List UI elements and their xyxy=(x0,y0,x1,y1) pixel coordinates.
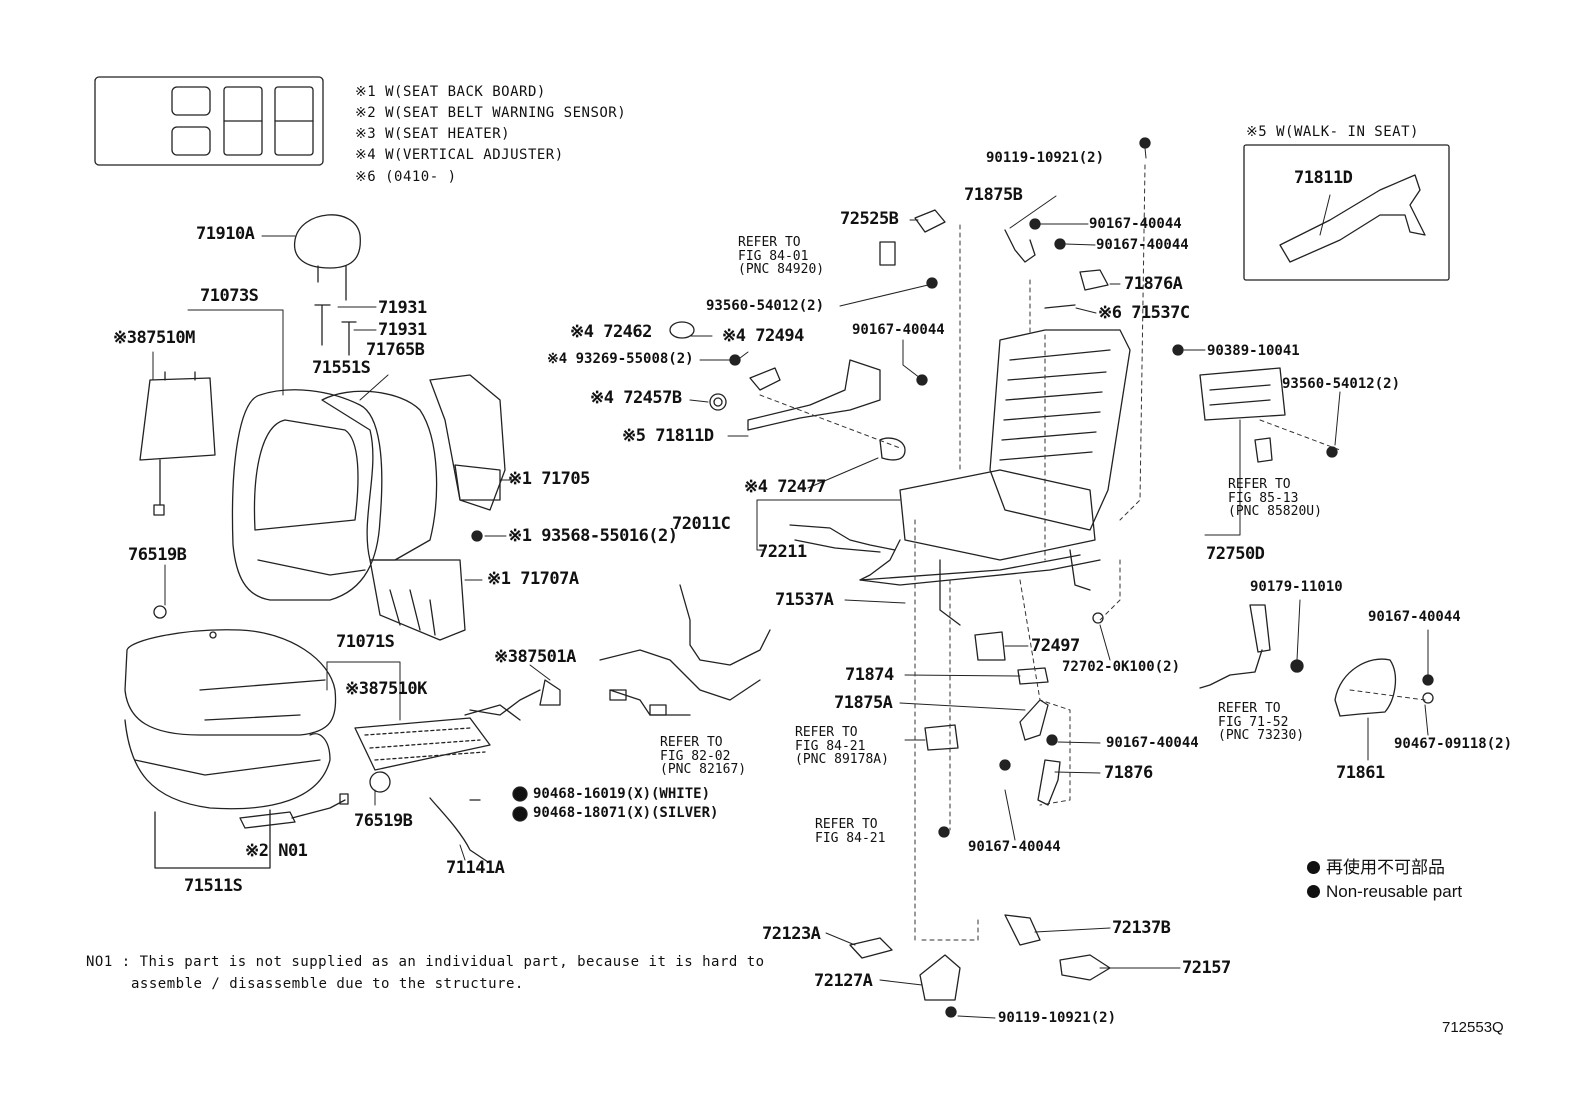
part-label-76519B-upper: 76519B xyxy=(128,545,187,565)
part-label-90167-40044-e: 90167-40044 xyxy=(968,839,1061,855)
part-label-72462: ※4 72462 xyxy=(570,322,652,342)
part-label-90119-10921-upper: 90119-10921(2) xyxy=(986,150,1105,166)
part-label-93560-54012-left: 93560-54012(2) xyxy=(706,298,825,314)
refer-fig-84-01: REFER TO FIG 84-01 (PNC 84920) xyxy=(738,235,825,278)
seat-back-cover-shape xyxy=(231,389,383,601)
part-label-90468-18071: 90468-18071(X)(SILVER) xyxy=(533,805,719,821)
seat-frame-shape xyxy=(859,329,1131,626)
part-label-90167-40044-d: 90167-40044 xyxy=(1106,735,1199,751)
note-seat-belt-warning-sensor: ※2 W(SEAT BELT WARNING SENSOR) xyxy=(355,105,627,121)
note-date-range: ※6 (0410- ) xyxy=(355,169,457,185)
part-label-N01: ※2 N01 xyxy=(245,841,308,861)
part-label-90467-09118: 90467-09118(2) xyxy=(1394,736,1513,752)
part-label-72137B: 72137B xyxy=(1112,918,1171,938)
refer-fig-82-02: REFER TO FIG 82-02 (PNC 82167) xyxy=(660,735,747,778)
part-label-72494: ※4 72494 xyxy=(722,326,804,346)
part-label-90167-40044-a: 90167-40044 xyxy=(852,322,945,338)
part-label-72497: 72497 xyxy=(1031,636,1080,656)
part-label-87510M: ※387510M xyxy=(113,328,195,348)
part-label-71876: 71876 xyxy=(1104,763,1153,783)
part-label-71141A: 71141A xyxy=(446,858,505,878)
part-label-72211: 72211 xyxy=(758,542,807,562)
legend-japanese: 再使用不可部品 xyxy=(1307,859,1445,876)
part-label-76519B-lower: 76519B xyxy=(354,811,413,831)
part-label-71071S: 71071S xyxy=(336,632,395,652)
part-label-71537A: 71537A xyxy=(775,590,834,610)
part-label-93568-55016: ※1 93568-55016(2) xyxy=(508,526,678,546)
part-label-72525B: 72525B xyxy=(840,209,899,229)
part-label-93560-54012-right: 93560-54012(2) xyxy=(1282,376,1401,392)
note-vertical-adjuster: ※4 W(VERTICAL ADJUSTER) xyxy=(355,147,564,163)
part-label-71931-lower: 71931 xyxy=(378,320,427,340)
part-label-90167-40044-c: 90167-40044 xyxy=(1096,237,1189,253)
non-reusable-dot-icon xyxy=(1307,885,1320,898)
part-label-71511S: 71511S xyxy=(184,876,243,896)
part-label-87501A: ※387501A xyxy=(494,647,576,667)
part-label-90468-16019: 90468-16019(X)(WHITE) xyxy=(533,786,711,802)
note-seat-back-board: ※1 W(SEAT BACK BOARD) xyxy=(355,84,546,100)
part-label-90167-40044-b: 90167-40044 xyxy=(1089,216,1182,232)
part-label-71707A: ※1 71707A xyxy=(487,569,579,589)
part-label-90119-10921-lower: 90119-10921(2) xyxy=(998,1010,1117,1026)
heater-mat-shape xyxy=(139,371,216,516)
part-label-71537C: ※6 71537C xyxy=(1098,303,1190,323)
non-reusable-dot-icon xyxy=(1307,861,1320,874)
part-label-71875A: 71875A xyxy=(834,693,893,713)
note-seat-heater: ※3 W(SEAT HEATER) xyxy=(355,126,511,142)
part-label-71705: ※1 71705 xyxy=(508,469,590,489)
refer-fig-71-52: REFER TO FIG 71-52 (PNC 73230) xyxy=(1218,701,1305,744)
part-label-72011C: 72011C xyxy=(672,514,731,534)
legend-english: Non-reusable part xyxy=(1307,883,1462,900)
part-label-72750D: 72750D xyxy=(1206,544,1265,564)
part-label-71551S: 71551S xyxy=(312,358,371,378)
part-label-71073S: 71073S xyxy=(200,286,259,306)
part-label-71861: 71861 xyxy=(1336,763,1385,783)
part-label-72157: 72157 xyxy=(1182,958,1231,978)
part-label-71875B: 71875B xyxy=(964,185,1023,205)
headrest-shape xyxy=(293,214,361,301)
part-label-93269-55008: ※4 93269-55008(2) xyxy=(547,351,694,367)
part-label-90389-10041: 90389-10041 xyxy=(1207,343,1300,359)
figure-id: 712553Q xyxy=(1442,1019,1504,1036)
part-label-72127A: 72127A xyxy=(814,971,873,991)
refer-fig-85-13: REFER TO FIG 85-13 (PNC 85820U) xyxy=(1228,477,1322,520)
part-label-72702-0K100: 72702-0K100(2) xyxy=(1062,659,1181,675)
refer-fig-84-21: REFER TO FIG 84-21 xyxy=(815,817,886,846)
part-label-72457B: ※4 72457B xyxy=(590,388,682,408)
part-label-71876A: 71876A xyxy=(1124,274,1183,294)
footnote-line-1: NO1 : This part is not supplied as an in… xyxy=(86,954,765,970)
walk-in-seat-box xyxy=(1243,144,1450,281)
part-label-71811D-left: ※5 71811D xyxy=(622,426,714,446)
note-walk-in-seat: ※5 W(WALK- IN SEAT) xyxy=(1246,124,1419,140)
part-label-71811D-walk-in: 71811D xyxy=(1294,168,1353,188)
part-label-90179-11010: 90179-11010 xyxy=(1250,579,1343,595)
seat-position-icon xyxy=(94,76,324,166)
part-label-71931-upper: 71931 xyxy=(378,298,427,318)
part-label-87510K: ※387510K xyxy=(345,679,427,699)
part-label-71765B: 71765B xyxy=(366,340,425,360)
part-label-72123A: 72123A xyxy=(762,924,821,944)
part-label-71874: 71874 xyxy=(845,665,894,685)
footnote-line-2: assemble / disassemble due to the struct… xyxy=(131,976,524,992)
part-label-71910A: 71910A xyxy=(196,224,255,244)
refer-fig-84-21-pnc: REFER TO FIG 84-21 (PNC 89178A) xyxy=(795,725,889,768)
part-label-90167-40044-f: 90167-40044 xyxy=(1368,609,1461,625)
seat-cushion-shape xyxy=(124,629,337,869)
part-label-72477: ※4 72477 xyxy=(744,477,826,497)
